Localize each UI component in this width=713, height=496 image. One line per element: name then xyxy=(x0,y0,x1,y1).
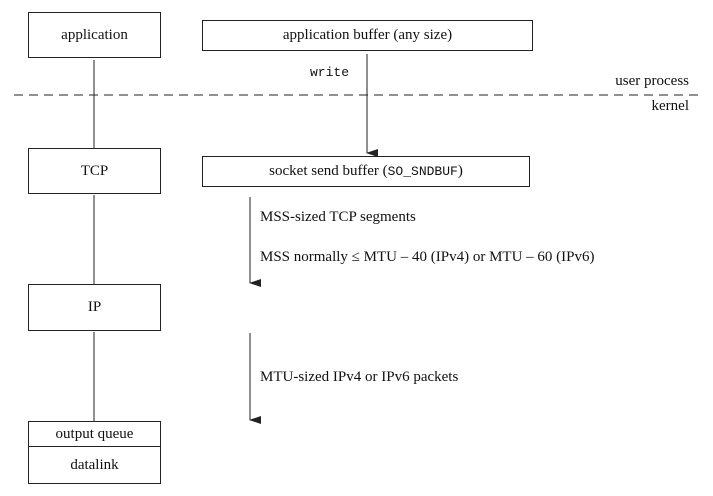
socket-send-buffer-label: socket send buffer (SO_SNDBUF) xyxy=(269,163,463,180)
tcp-segments-label: MSS-sized TCP segments xyxy=(260,209,416,225)
application-buffer-box: application buffer (any size) xyxy=(202,20,533,51)
application-box: application xyxy=(28,12,161,58)
output-queue-label: output queue xyxy=(55,425,134,442)
socket-send-buffer-suffix: ) xyxy=(457,163,463,179)
mss-rule-label: MSS normally ≤ MTU – 40 (IPv4) or MTU – … xyxy=(260,249,595,265)
datalink-label: datalink xyxy=(70,456,119,473)
tcp-box: TCP xyxy=(28,148,161,194)
application-label: application xyxy=(61,26,128,43)
kernel-label: kernel xyxy=(651,98,689,114)
so-sndbuf-option: SO_SNDBUF xyxy=(387,164,458,179)
socket-send-buffer-box: socket send buffer (SO_SNDBUF) xyxy=(202,156,530,187)
socket-send-buffer-prefix: socket send buffer ( xyxy=(269,163,388,179)
application-buffer-label: application buffer (any size) xyxy=(282,27,453,43)
user-process-label: user process xyxy=(615,73,689,89)
datalink-cell: datalink xyxy=(29,447,160,483)
ip-label: IP xyxy=(87,299,102,315)
ip-box: IP xyxy=(28,284,161,331)
output-queue-cell: output queue xyxy=(29,422,160,447)
write-call-label: write xyxy=(310,65,350,80)
ip-packets-label: MTU-sized IPv4 or IPv6 packets xyxy=(260,369,459,385)
tcp-label: TCP xyxy=(80,162,109,179)
datalink-stack: output queue datalink xyxy=(28,421,161,484)
